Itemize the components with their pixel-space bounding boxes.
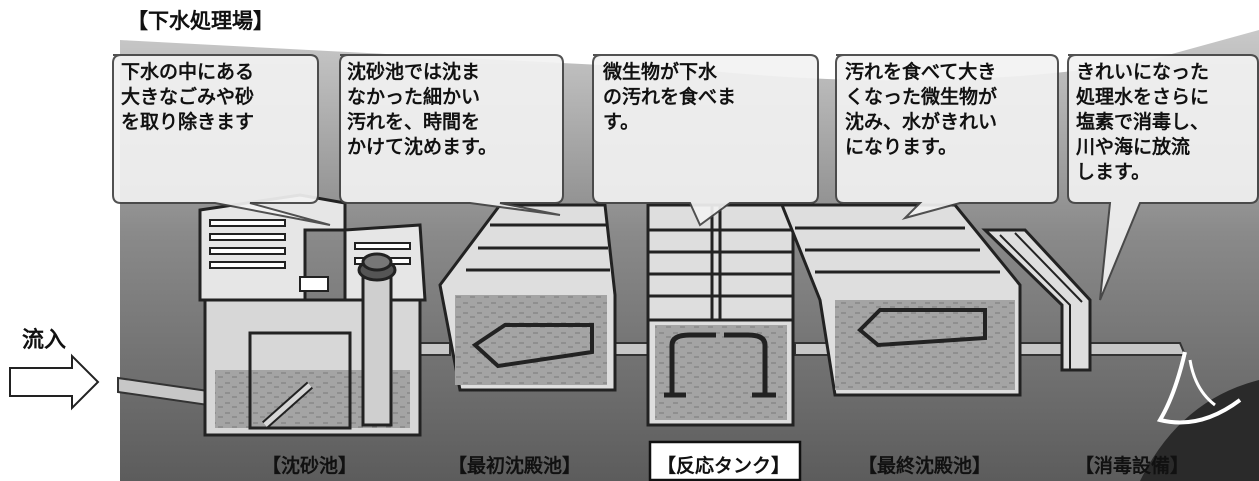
disinfection-facility (981, 228, 1242, 425)
bubble-text-line: 沈砂池では沈ま (347, 60, 480, 83)
stage-label-disinfection: 【消毒設備】 (1075, 454, 1189, 477)
bubble-3-text: 微生物が下水 の汚れを食べま す。 (602, 60, 736, 133)
bubble-3 (592, 54, 819, 227)
bubble-text-line: 塩素で消毒し、 (1076, 110, 1209, 133)
bubble-text-line: なかった細かい (347, 85, 480, 108)
bubble-1-text: 下水の中にある 大きなごみや砂 を取り除きます (121, 60, 254, 133)
bubble-text-line: します。 (1076, 161, 1150, 183)
grit-chamber (198, 193, 427, 437)
bubble-text-line: す。 (603, 111, 639, 133)
bubble-1 (112, 54, 331, 226)
bubble-text-line: 大きなごみや砂 (121, 85, 254, 108)
bubble-2 (339, 54, 564, 216)
bubble-text-line: 汚れを食べて大き (845, 60, 996, 83)
stage-label-final-sedimentation: 【最終沈殿池】 (858, 454, 991, 477)
bubble-text-line: 沈み、水がきれい (845, 110, 997, 133)
bubble-5-text: きれいになった 処理水をさらに 塩素で消毒し、 川や海に放流 します。 (1075, 61, 1209, 183)
bubble-text-line: を取り除きます (121, 110, 254, 133)
bubble-4-text: 汚れを食べて大き くなった微生物が 沈み、水がきれい になります。 (845, 60, 997, 158)
bubble-2-text: 沈砂池では沈ま なかった細かい 汚れを、時間を かけて沈めます。 (347, 60, 497, 158)
page-title: 【下水処理場】 (127, 9, 274, 33)
reaction-tank (646, 203, 795, 427)
bubble-5 (1067, 54, 1259, 301)
stage-label-primary-sedimentation: 【最初沈殿池】 (448, 454, 581, 477)
stage-label-reaction-tank: 【反応タンク】 (657, 454, 790, 477)
primary-sedimentation-tank (438, 203, 617, 392)
final-sedimentation-tank (779, 203, 1022, 397)
bubble-text-line: かけて沈めます。 (347, 135, 497, 158)
bubble-text-line: くなった微生物が (845, 85, 997, 108)
bubble-text-line: きれいになった (1076, 61, 1209, 83)
bubble-text-line: 川や海に放流 (1075, 135, 1190, 158)
bubble-text-line: の汚れを食べま (603, 85, 736, 108)
stage-label-grit-chamber: 【沈砂池】 (262, 454, 357, 477)
bubble-text-line: 処理水をさらに (1076, 85, 1209, 108)
inflow-label: 流入 (22, 327, 66, 353)
bubble-text-line: 汚れを、時間を (347, 111, 480, 133)
inflow-arrow-icon (9, 353, 100, 411)
stage-label-highlight-box (648, 440, 802, 481)
bubble-4 (835, 54, 1059, 220)
bubble-text-line: になります。 (845, 136, 957, 158)
bubble-text-line: 微生物が下水 (602, 60, 718, 83)
bubble-text-line: 下水の中にある (121, 60, 254, 83)
